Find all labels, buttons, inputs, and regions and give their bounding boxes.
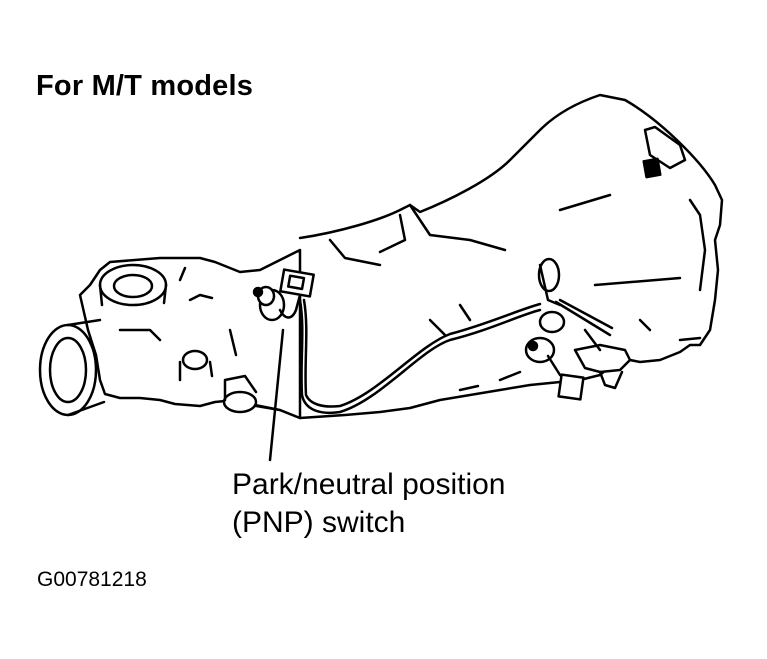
top-boss-outer — [98, 263, 168, 307]
callout-leader — [268, 328, 285, 462]
callout-line-1: Park/neutral position — [232, 468, 506, 501]
wiring-harness — [298, 298, 542, 414]
output-flange-inner — [48, 336, 88, 404]
pnp-switch-drawing — [252, 268, 315, 322]
pnp-switch-label: Park/neutral position (PNP) switch — [232, 466, 506, 542]
diagram-title: For M/T models — [36, 70, 254, 102]
right-sensor-drawing — [524, 257, 632, 401]
output-flange-neck — [66, 318, 106, 417]
figure-id: G00781218 — [37, 568, 147, 591]
callout-line-2: (PNP) switch — [232, 506, 406, 539]
top-boss-inner — [112, 273, 154, 299]
